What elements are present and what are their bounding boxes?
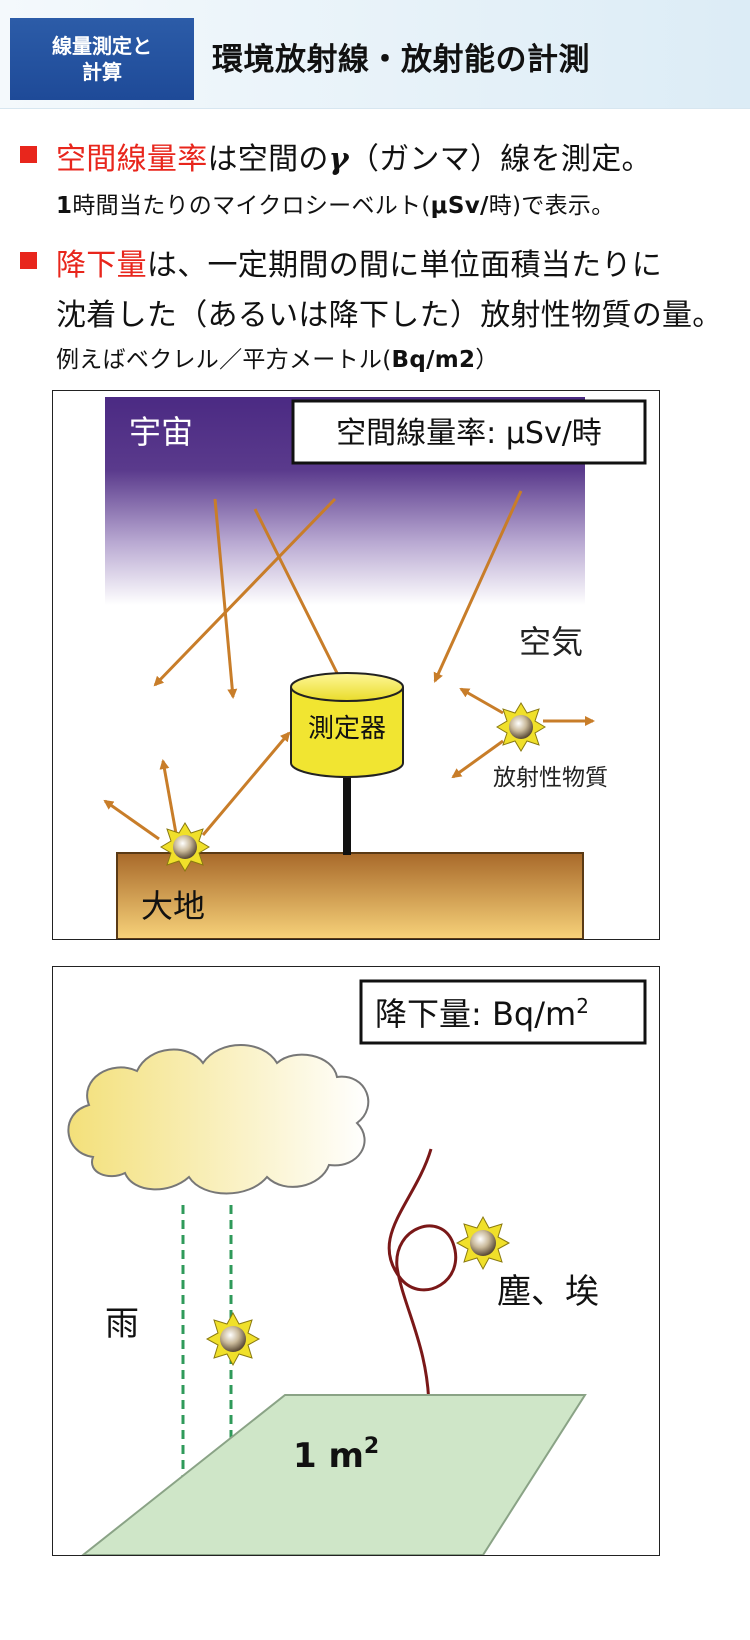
bullet-2-subline: 例えばベクレル／平方メートル(Bq/m2） (56, 340, 499, 374)
bullet-1-text-b: （ガンマ）線を測定。 (348, 142, 652, 177)
unit-area-num: 1 m (293, 1436, 364, 1476)
bullet-1-subline: 1時間当たりのマイクロシーベルト(μSv/時)で表示。 (56, 186, 615, 220)
cloud-icon (67, 1044, 370, 1195)
badge-line2: 計算 (82, 60, 122, 84)
ground-label: 大地 (141, 887, 205, 925)
bullet-2-sub-bold: Bq/m2 (391, 347, 476, 373)
radioactive-material-label: 放射性物質 (493, 765, 608, 791)
deposition-label-sup: 2 (576, 994, 589, 1018)
detector-label: 測定器 (308, 714, 386, 744)
bullet-1-sub-bold-a: 1 (56, 193, 73, 219)
bullet-2-line1: 降下量は、一定期間の間に単位面積当たりに (56, 240, 662, 284)
cosmic-ray-arrows (103, 490, 595, 841)
deposition-label-box (359, 979, 647, 1045)
dose-rate-label-box (291, 399, 647, 465)
detector-icon (290, 672, 404, 778)
dust-particle-icon (455, 1215, 511, 1271)
dose-rate-label: 空間線量率: μSv/時 (336, 416, 602, 451)
badge-line1: 線量測定と (52, 34, 152, 58)
bullet-1-sub-bold-b: μSv/ (430, 193, 489, 219)
bullet-2-sub-a: 例えばベクレル／平方メートル( (56, 347, 392, 373)
bullet-1-sub-b: 時)で表示。 (488, 193, 615, 219)
space-label: 宇宙 (129, 413, 193, 451)
unit-area-label: 1 m2 (293, 1434, 379, 1476)
bullet-2-line2: 沈着した（あるいは降下した）放射性物質の量。 (56, 298, 723, 333)
bullet-2-text-a: は、一定期間の間に単位面積当たりに (146, 248, 663, 283)
term-air-dose-rate: 空間線量率 (56, 142, 208, 177)
detector-pole (343, 771, 351, 855)
bullet-1-text-a: は空間の (207, 142, 329, 177)
bullet-1-line1: 空間線量率は空間のγ（ガンマ）線を測定。 (56, 134, 652, 178)
bullet-marker-2 (20, 252, 37, 269)
dust-trajectory (387, 1148, 458, 1411)
header-bar: 線量測定と 計算 環境放射線・放射能の計測 (0, 0, 750, 109)
dust-label: 塵、埃 (497, 1272, 599, 1312)
rain-particle-icon (205, 1311, 261, 1367)
deposition-label: 降下量: Bq/m2 (375, 994, 589, 1033)
diagram-air-dose-rate: 宇宙 空間線量率: μSv/時 空気 大地 測定器 放射性物質 (52, 390, 660, 940)
unit-area-sup: 2 (364, 1434, 379, 1459)
diagram-deposition: 降下量: Bq/m2 雨 塵、埃 1 m2 (52, 966, 660, 1556)
air-label: 空気 (519, 623, 583, 661)
ground-block (116, 852, 584, 939)
unit-area-plane (81, 1394, 587, 1555)
gamma-symbol: γ (328, 142, 349, 177)
ground-particle-icon (160, 822, 210, 872)
page-title: 環境放射線・放射能の計測 (212, 42, 590, 78)
bullet-2-sub-b: ） (475, 347, 499, 373)
radioactive-particle-icon (496, 702, 546, 752)
bullet-marker-1 (20, 146, 37, 163)
bullet-1-sub-a: 時間当たりのマイクロシーベルト( (72, 193, 431, 219)
rain-label: 雨 (105, 1304, 139, 1344)
term-deposition: 降下量 (56, 248, 147, 283)
section-badge: 線量測定と 計算 (10, 18, 194, 100)
deposition-label-text: 降下量: Bq/m (375, 995, 576, 1033)
